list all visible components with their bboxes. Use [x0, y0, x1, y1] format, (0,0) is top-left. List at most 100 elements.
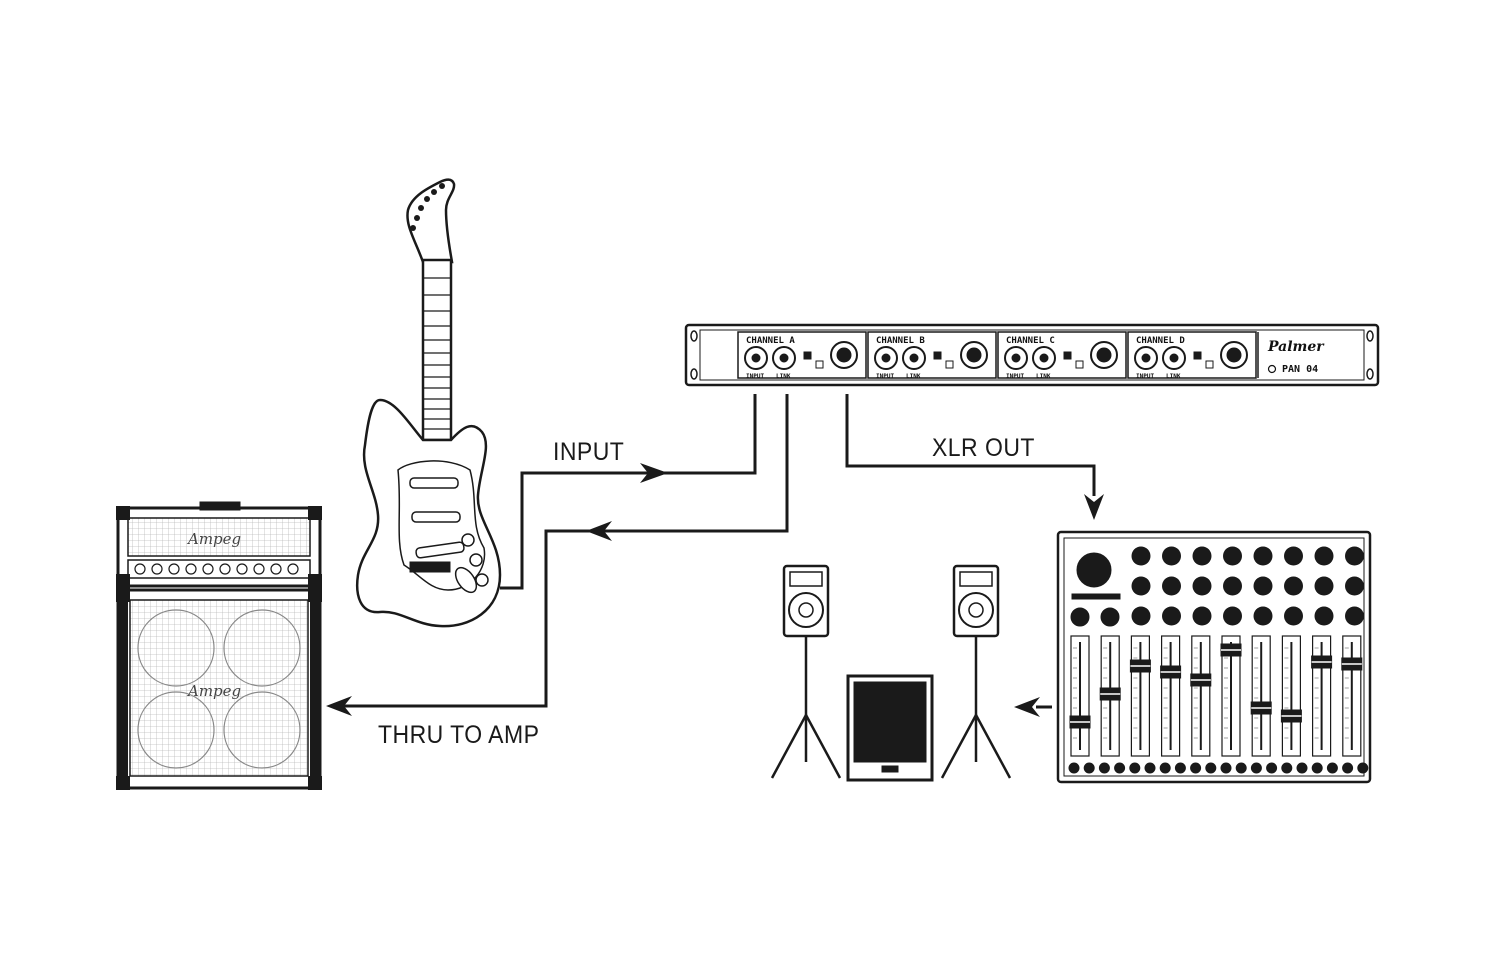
mixer-knob: [1345, 546, 1364, 566]
mixer-knob: [1223, 606, 1242, 626]
rack-channel-label: CHANNEL A: [746, 336, 795, 346]
jack-input-label: INPUT: [1006, 373, 1024, 380]
mixer-knob: [1223, 546, 1242, 566]
mixer-bottom-button: [1311, 762, 1323, 774]
mixer-bottom-button: [1266, 762, 1278, 774]
cable-guitar-to-input: [500, 394, 757, 590]
cable-xlr-out: [845, 394, 1096, 496]
jack-link-label: LINK: [1036, 373, 1051, 380]
amp-cab-logo: Ampeg: [186, 682, 241, 700]
amp-knob: [151, 563, 163, 575]
xlr-out-label: XLR OUT: [932, 434, 1035, 462]
thru-arrow-upper: [586, 521, 612, 541]
ground-switch: [1063, 351, 1072, 360]
mixer-knob: [1345, 606, 1364, 626]
mixer-bottom-button: [1114, 762, 1126, 774]
mixer-bottom-button: [1220, 762, 1232, 774]
mixer-label-strip: [1071, 593, 1121, 600]
mixer-bottom-button: [1281, 762, 1293, 774]
ground-switch: [933, 351, 942, 360]
mixer-knob: [1314, 606, 1334, 626]
amp-knob: [168, 563, 180, 575]
mixer-knob: [1223, 576, 1242, 596]
pa-speaker-left: [770, 564, 842, 779]
rack-channel-label: CHANNEL C: [1006, 336, 1055, 346]
mixer-knob: [1131, 576, 1151, 596]
link-jack-hole: [1039, 353, 1049, 363]
pad-switch: [1205, 360, 1214, 369]
mixer-bottom-button: [1159, 762, 1171, 774]
jack-input-label: INPUT: [1136, 373, 1154, 380]
mixer-knob: [1192, 546, 1212, 566]
xlr-connector-center: [1226, 347, 1242, 363]
amp-knob: [253, 563, 265, 575]
mixer-bottom-button: [1342, 762, 1354, 774]
amp-knob: [236, 563, 248, 575]
rack-power-led: [1267, 364, 1277, 374]
rack-model: PAN 04: [1282, 364, 1318, 375]
rack-channel-label: CHANNEL B: [876, 336, 925, 346]
mixer-knob: [1314, 576, 1334, 596]
mixer-knob: [1253, 546, 1273, 566]
amp-knob: [202, 563, 214, 575]
input-label: INPUT: [553, 438, 625, 466]
subwoofer: [846, 674, 934, 782]
amp-knob: [287, 563, 299, 575]
di-box-rack: [684, 323, 1380, 387]
xlr-connector-center: [966, 347, 982, 363]
mixer-bottom-button: [1098, 762, 1110, 774]
input-arrow: [640, 463, 668, 483]
mixer-bottom-button: [1129, 762, 1141, 774]
link-jack-hole: [1169, 353, 1179, 363]
jack-link-label: LINK: [906, 373, 921, 380]
mixer-bottom-button: [1083, 762, 1095, 774]
mixer-knob: [1284, 576, 1303, 596]
cable-thru-to-amp: [336, 394, 789, 708]
mixer-knob: [1253, 576, 1273, 596]
mixer-knob: [1070, 607, 1090, 627]
mixer-knob: [1284, 606, 1303, 626]
mixer-knob: [1192, 606, 1212, 626]
mixer-bottom-button: [1250, 762, 1262, 774]
mixer-bottom-button: [1326, 762, 1338, 774]
amp-knob: [270, 563, 282, 575]
pad-switch: [815, 360, 824, 369]
mixing-console: [1056, 530, 1372, 784]
input-jack-hole: [751, 353, 761, 363]
mixer-bottom-button: [1205, 762, 1217, 774]
mixer-knob: [1192, 576, 1212, 596]
input-jack-hole: [1011, 353, 1021, 363]
mixer-bottom-button: [1068, 762, 1080, 774]
thru-arrow-amp: [326, 696, 352, 716]
ground-switch: [1193, 351, 1202, 360]
mixer-knob: [1253, 606, 1273, 626]
amp-stack: [116, 501, 322, 790]
mixer-knob: [1314, 546, 1334, 566]
mixer-knob: [1345, 576, 1364, 596]
mixer-knob: [1162, 606, 1181, 626]
input-jack-hole: [881, 353, 891, 363]
xlr-connector-center: [1096, 347, 1112, 363]
electric-guitar: [356, 178, 502, 628]
amp-knob: [134, 563, 146, 575]
mixer-bottom-button: [1174, 762, 1186, 774]
link-jack-hole: [779, 353, 789, 363]
rack-channel-label: CHANNEL D: [1136, 336, 1185, 346]
jack-link-label: LINK: [1166, 373, 1181, 380]
input-jack-hole: [1141, 353, 1151, 363]
pa-speaker-right: [940, 564, 1012, 779]
xlr-arrow: [1084, 494, 1104, 520]
mixer-bottom-button: [1357, 762, 1369, 774]
jack-input-label: INPUT: [746, 373, 764, 380]
pad-switch: [945, 360, 954, 369]
cables: [326, 394, 1104, 717]
ground-switch: [803, 351, 812, 360]
mixer-knob: [1131, 546, 1151, 566]
rack-brand: Palmer: [1267, 339, 1325, 355]
mixer-knob: [1162, 546, 1181, 566]
pad-switch: [1075, 360, 1084, 369]
mixer-knob: [1100, 607, 1120, 627]
xlr-connector-center: [836, 347, 852, 363]
thru-to-amp-label: THRU TO AMP: [378, 721, 540, 749]
